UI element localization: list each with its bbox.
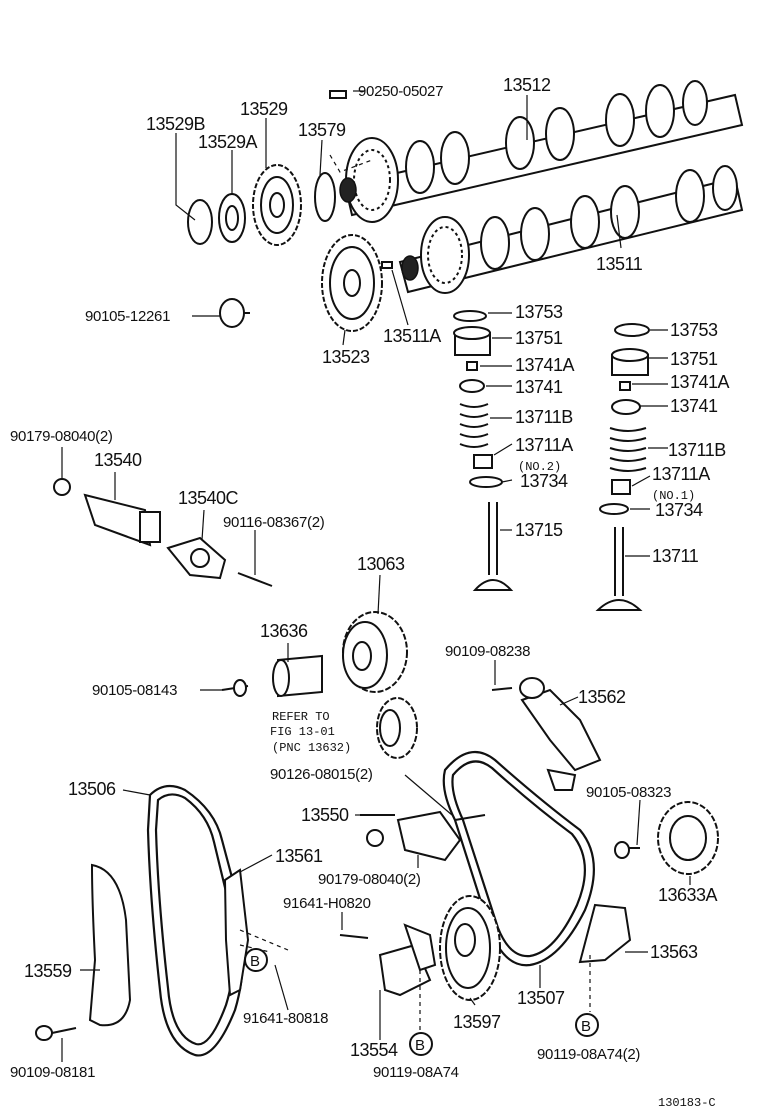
label-refer-pnc: (PNC 13632) xyxy=(272,741,351,755)
label-13507: 13507 xyxy=(517,988,565,1008)
label-13561: 13561 xyxy=(275,846,323,866)
label-13741-right: 13741 xyxy=(670,396,718,416)
label-13554: 13554 xyxy=(350,1040,398,1060)
label-13753-left: 13753 xyxy=(515,302,563,322)
label-refer-fig: FIG 13-01 xyxy=(270,725,335,739)
label-13711B-right: 13711B xyxy=(668,440,726,460)
label-90179-08040-top: 90179-08040(2) xyxy=(10,428,113,445)
label-13741-left: 13741 xyxy=(515,377,563,397)
label-90116-08367: 90116-08367(2) xyxy=(223,514,325,531)
chain-guide-13563 xyxy=(578,903,632,964)
stud-90116-08367 xyxy=(237,572,273,587)
camshaft-13512 xyxy=(339,80,744,223)
label-90109-08238: 90109-08238 xyxy=(445,643,530,660)
solenoid-13540 xyxy=(53,478,161,547)
label-13751-right: 13751 xyxy=(670,349,718,369)
label-90105-08323: 90105-08323 xyxy=(586,784,671,801)
label-no1: (NO.1) xyxy=(652,489,695,503)
timing-chain-13506 xyxy=(146,784,245,1057)
label-13597: 13597 xyxy=(453,1012,501,1032)
label-13711: 13711 xyxy=(652,546,699,566)
label-13715: 13715 xyxy=(515,520,563,540)
camshaft-13511 xyxy=(398,165,744,294)
chain-guide-13559 xyxy=(88,863,132,1027)
bolt-90105-08143 xyxy=(221,679,249,697)
label-13550: 13550 xyxy=(301,805,349,825)
chain-guide-13562 xyxy=(491,677,602,791)
pin-13511A xyxy=(381,261,393,269)
washer-13529A xyxy=(218,193,246,243)
label-13711A-left: 13711A xyxy=(515,435,573,455)
part-labels: 90250-05027 13512 13529B 13529 13529A 13… xyxy=(10,75,730,1110)
label-13511A: 13511A xyxy=(383,326,441,346)
sprocket-13597 xyxy=(439,895,501,1001)
pin-90250-05027 xyxy=(329,90,347,99)
label-90105-08143: 90105-08143 xyxy=(92,682,177,699)
label-13579: 13579 xyxy=(298,120,346,140)
valve-assembly-left xyxy=(453,310,514,591)
label-90105-12261: 90105-12261 xyxy=(85,308,170,325)
label-13511: 13511 xyxy=(596,254,643,274)
tensioner-13554 xyxy=(339,923,437,997)
gear-13529 xyxy=(252,164,302,246)
label-13506: 13506 xyxy=(68,779,116,799)
label-13741A-left: 13741A xyxy=(515,355,575,375)
leader-lines xyxy=(61,90,691,1062)
label-13559: 13559 xyxy=(24,961,72,981)
label-13529B: 13529B xyxy=(146,114,206,134)
snap-ring-13529B xyxy=(187,199,213,245)
callout-circles xyxy=(244,948,599,1056)
callout-b-middle: B xyxy=(415,1037,425,1054)
label-13711A-right: 13711A xyxy=(652,464,710,484)
label-90119-08A74: 90119-08A74 xyxy=(373,1064,459,1081)
label-refer-to: REFER TO xyxy=(272,710,330,724)
label-13636: 13636 xyxy=(260,621,308,641)
label-13529A: 13529A xyxy=(198,132,258,152)
label-90179-08040-bottom: 90179-08040(2) xyxy=(318,871,421,888)
label-13540C: 13540C xyxy=(178,488,239,508)
label-90250-05027: 90250-05027 xyxy=(358,83,443,100)
label-13562: 13562 xyxy=(578,687,626,707)
tensioner-13550 xyxy=(360,810,486,862)
bolt-90109-08181 xyxy=(35,1025,77,1041)
gear-ref-13632 xyxy=(376,697,418,759)
label-13633A: 13633A xyxy=(658,885,718,905)
label-no2: (NO.2) xyxy=(518,460,561,474)
label-13512: 13512 xyxy=(503,75,551,95)
label-13741A-right: 13741A xyxy=(670,372,730,392)
label-13734-left: 13734 xyxy=(520,471,568,491)
shaft-13636 xyxy=(272,654,323,698)
label-13751-left: 13751 xyxy=(515,328,563,348)
bolt-90105-12261 xyxy=(219,298,250,328)
label-13563: 13563 xyxy=(650,942,698,962)
gear-13633A xyxy=(614,801,719,875)
damper-13561 xyxy=(223,868,250,997)
label-13753-right: 13753 xyxy=(670,320,718,340)
label-13063: 13063 xyxy=(357,554,405,574)
label-90109-08181: 90109-08181 xyxy=(10,1064,95,1081)
label-91641-80818: 91641-80818 xyxy=(243,1010,328,1027)
sprocket-13523 xyxy=(321,234,383,332)
ring-13579 xyxy=(314,172,336,222)
label-13540: 13540 xyxy=(94,450,142,470)
gear-13063 xyxy=(342,611,408,693)
valve-assembly-right xyxy=(595,323,650,611)
gasket-13540C xyxy=(166,536,227,580)
diagram-id: 130183-C xyxy=(658,1096,716,1110)
label-13523: 13523 xyxy=(322,347,370,367)
label-13711B-left: 13711B xyxy=(515,407,573,427)
label-90119-08A74-2: 90119-08A74(2) xyxy=(537,1046,640,1063)
callout-b-left: B xyxy=(250,953,260,970)
label-13529: 13529 xyxy=(240,99,288,119)
callout-b-right: B xyxy=(581,1018,591,1035)
label-91641-H0820: 91641-H0820 xyxy=(283,895,371,912)
label-90126-08015: 90126-08015(2) xyxy=(270,766,373,783)
label-13734-right: 13734 xyxy=(655,500,703,520)
